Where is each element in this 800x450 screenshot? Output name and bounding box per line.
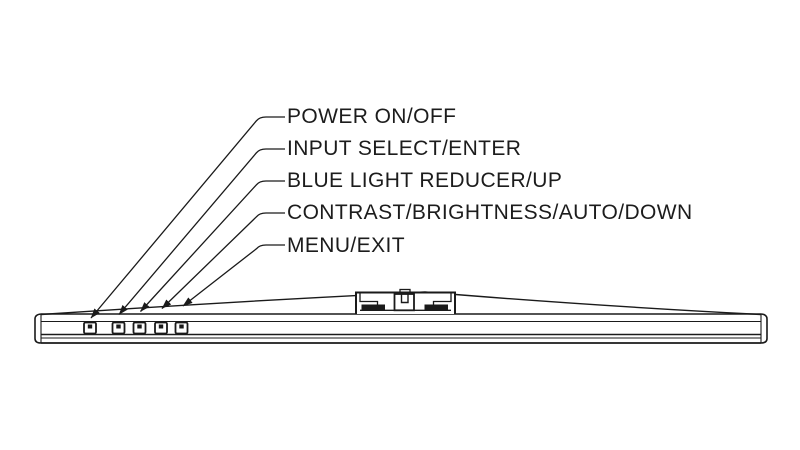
callout-label-menu-exit: MENU/EXIT xyxy=(287,234,405,257)
leader-line-contrast xyxy=(161,212,285,309)
left-end-cap xyxy=(34,313,42,344)
input-select-button xyxy=(111,321,126,335)
control-buttons-group xyxy=(83,321,189,335)
contrast-brightness-auto-button xyxy=(154,321,168,335)
leader-lines-group xyxy=(90,116,285,319)
leader-line-power xyxy=(90,116,285,319)
leader-line-input-select xyxy=(118,148,285,315)
blue-light-reducer-button xyxy=(132,321,147,335)
power-button xyxy=(83,321,97,335)
stand-mount-slot xyxy=(355,288,456,314)
callout-label-blue-light-reducer: BLUE LIGHT REDUCER/UP xyxy=(287,169,563,192)
leader-line-menu-exit xyxy=(182,244,285,307)
callout-label-power: POWER ON/OFF xyxy=(287,105,457,128)
front-bezel-profile xyxy=(34,313,768,344)
right-end-cap xyxy=(760,313,768,344)
stand-mount-right-foot xyxy=(424,304,448,310)
stand-mount-left-foot xyxy=(361,304,385,310)
stand-mount-center-notch xyxy=(400,294,409,304)
menu-exit-button xyxy=(174,321,189,335)
leader-line-blue-light-reducer xyxy=(140,180,285,312)
callout-label-input-select: INPUT SELECT/ENTER xyxy=(287,137,522,160)
callout-label-contrast: CONTRAST/BRIGHTNESS/AUTO/DOWN xyxy=(287,201,693,224)
